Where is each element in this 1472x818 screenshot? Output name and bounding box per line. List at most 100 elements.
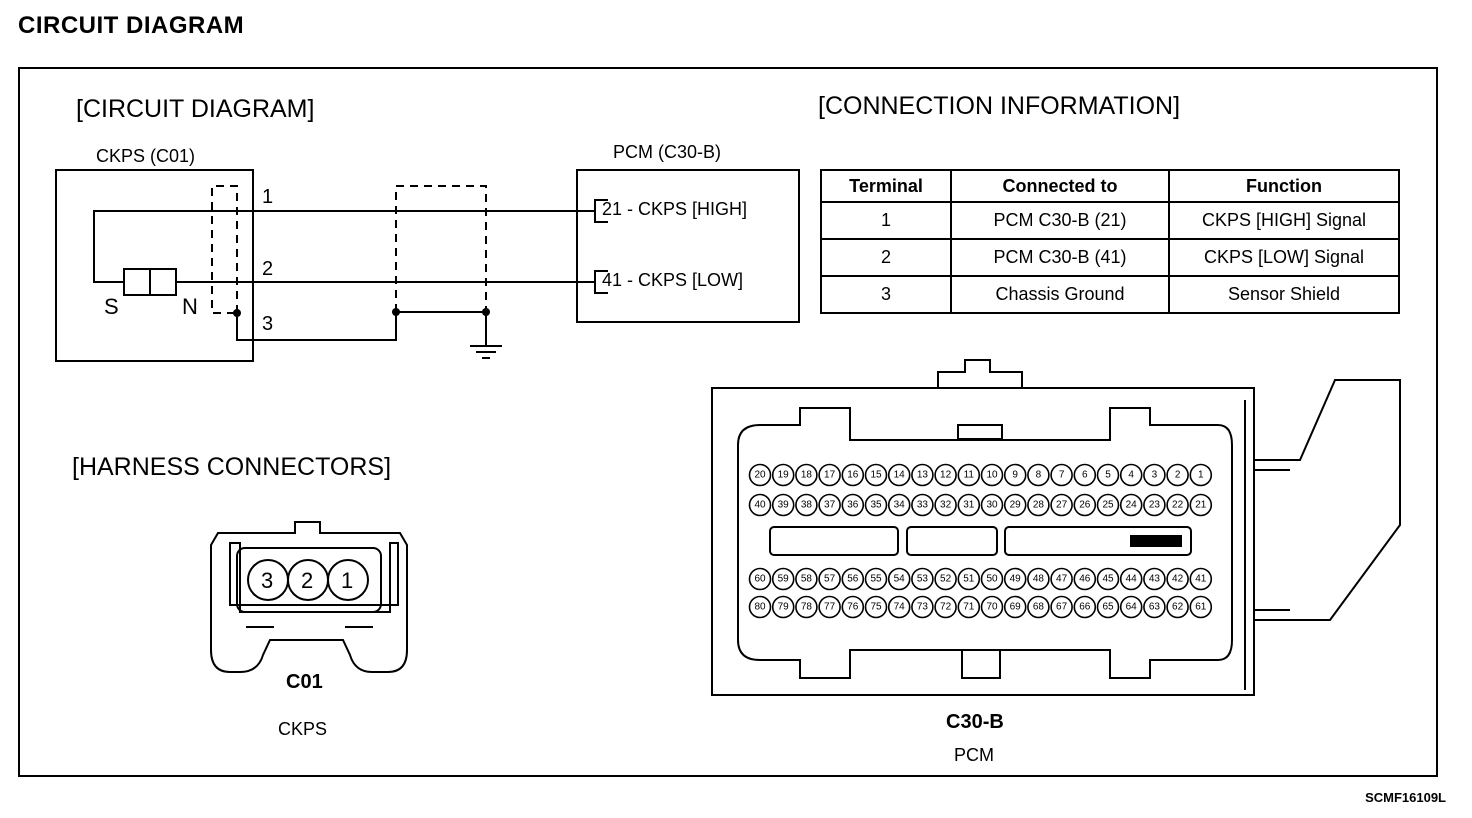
c30b-pin bbox=[748, 567, 772, 591]
c30b-pin-label: 17 bbox=[824, 470, 836, 481]
c30b-pin-label: 36 bbox=[847, 500, 859, 511]
c30b-pin-label: 18 bbox=[801, 470, 813, 481]
c30b-pin bbox=[841, 595, 865, 619]
c30b-pin bbox=[771, 493, 795, 517]
c30b-housing bbox=[711, 387, 1255, 696]
c30b-pin bbox=[771, 595, 795, 619]
c30b-pin bbox=[1143, 595, 1166, 619]
c30b-pin bbox=[1096, 463, 1120, 487]
c01-pin-2-label: 2 bbox=[301, 568, 314, 593]
c30b-pin bbox=[1027, 595, 1050, 619]
c30b-key-fill bbox=[1130, 535, 1182, 547]
table-cell: 3 bbox=[820, 275, 952, 314]
c30b-pin-label: 27 bbox=[1056, 500, 1068, 511]
c30b-pin bbox=[1003, 493, 1027, 517]
c30b-pin-label: 52 bbox=[940, 574, 952, 585]
c30b-pin-label: 75 bbox=[870, 602, 882, 613]
c30b-lever bbox=[1254, 379, 1401, 621]
ckps-pin-2-label: 2 bbox=[262, 258, 274, 280]
c30b-pin bbox=[841, 567, 865, 591]
c30b-pin bbox=[1050, 595, 1073, 619]
c30b-pin bbox=[911, 463, 934, 487]
c30b-pin-label: 61 bbox=[1195, 602, 1207, 613]
c30b-pin-label: 39 bbox=[778, 500, 790, 511]
c30b-pin bbox=[1119, 567, 1143, 591]
c30b-pin bbox=[864, 493, 888, 517]
c30b-pin bbox=[841, 463, 865, 487]
c30b-pin-label: 41 bbox=[1195, 574, 1207, 585]
c30b-pin-label: 22 bbox=[1172, 500, 1184, 511]
c01-pin-3-label: 3 bbox=[261, 568, 274, 593]
c30b-pin bbox=[864, 463, 888, 487]
c30b-pin bbox=[864, 567, 888, 591]
c30b-pin bbox=[887, 493, 911, 517]
c30b-pin-label: 31 bbox=[963, 500, 975, 511]
c30b-pin-label: 74 bbox=[894, 602, 906, 613]
c30b-pin-label: 44 bbox=[1126, 574, 1138, 585]
diagram-frame bbox=[18, 67, 1438, 777]
c30b-pin bbox=[1096, 567, 1120, 591]
c30b-pin-label: 8 bbox=[1036, 470, 1042, 481]
c30b-pin bbox=[1166, 567, 1189, 591]
c30b-pin-label: 24 bbox=[1126, 500, 1138, 511]
c30b-pin bbox=[1166, 463, 1189, 487]
c30b-pin-label: 45 bbox=[1102, 574, 1114, 585]
c30b-pin bbox=[1050, 567, 1073, 591]
splice-dot-harness bbox=[392, 308, 400, 316]
c30b-pin bbox=[980, 595, 1004, 619]
table-header-row: Terminal Connected to Function bbox=[820, 169, 1400, 203]
page-title: CIRCUIT DIAGRAM bbox=[18, 12, 245, 39]
c30b-pin-label: 6 bbox=[1082, 470, 1088, 481]
c30b-pin bbox=[1143, 463, 1166, 487]
c30b-pin-label: 30 bbox=[986, 500, 998, 511]
c30b-pin-label: 13 bbox=[917, 470, 929, 481]
c30b-pin bbox=[887, 463, 911, 487]
ckps-label: CKPS (C01) bbox=[96, 146, 196, 166]
c30b-pin bbox=[1119, 463, 1143, 487]
c30b-pin-label: 48 bbox=[1033, 574, 1045, 585]
c30b-pin-label: 51 bbox=[963, 574, 975, 585]
c30b-pin bbox=[818, 567, 841, 591]
c30b-pin bbox=[1143, 567, 1166, 591]
c30b-pin bbox=[1003, 595, 1027, 619]
ckps-pin-1-label: 1 bbox=[262, 186, 274, 208]
diagram-code: SCMF16109L bbox=[1365, 790, 1446, 805]
c30b-pin-label: 32 bbox=[940, 500, 952, 511]
c30b-pin bbox=[911, 567, 934, 591]
c30b-pin-label: 34 bbox=[894, 500, 906, 511]
c30b-pin-label: 67 bbox=[1056, 602, 1068, 613]
c30b-pin bbox=[748, 463, 772, 487]
c30b-key-3 bbox=[1004, 526, 1192, 556]
pcm-terminal-41 bbox=[594, 270, 608, 294]
c30b-pin bbox=[911, 493, 934, 517]
c30b-pin bbox=[957, 567, 981, 591]
c30b-pin-label: 49 bbox=[1010, 574, 1022, 585]
c30b-pin bbox=[934, 567, 957, 591]
c30b-pin bbox=[1050, 463, 1073, 487]
c30b-pin-label: 3 bbox=[1152, 470, 1158, 481]
c30b-pin bbox=[1143, 493, 1166, 517]
splice-dot-ckps bbox=[233, 309, 241, 317]
c30b-pin-label: 72 bbox=[940, 602, 952, 613]
c30b-pin-label: 70 bbox=[986, 602, 998, 613]
c30b-pin bbox=[795, 493, 818, 517]
c30b-pin-label: 9 bbox=[1012, 470, 1018, 481]
c30b-pin bbox=[864, 595, 888, 619]
c01-inner bbox=[229, 542, 399, 613]
c30b-pin-label: 47 bbox=[1056, 574, 1068, 585]
c30b-pin-label: 11 bbox=[964, 470, 975, 481]
c30b-pin bbox=[795, 463, 818, 487]
section-harness-title: [HARNESS CONNECTORS] bbox=[72, 453, 392, 481]
c30b-pin bbox=[980, 493, 1004, 517]
c30b-pin bbox=[934, 463, 957, 487]
c30b-pin-label: 60 bbox=[754, 574, 766, 585]
c01-housing bbox=[210, 521, 408, 673]
c30b-pin-label: 2 bbox=[1175, 470, 1181, 481]
splice-dot-ground bbox=[482, 308, 490, 316]
c30b-pin bbox=[748, 595, 772, 619]
c30b-pin bbox=[887, 595, 911, 619]
c30b-pin bbox=[1003, 463, 1027, 487]
c30b-pin-label: 29 bbox=[1010, 500, 1022, 511]
